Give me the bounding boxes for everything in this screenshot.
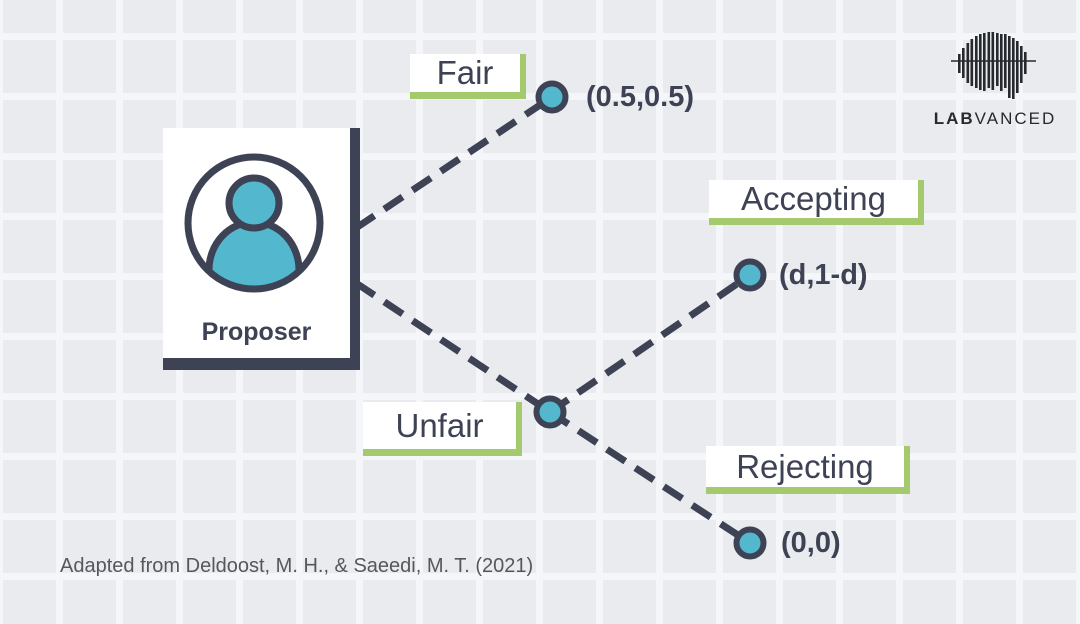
payoff-rejecting: (0,0) xyxy=(781,527,841,559)
logo-text-lab: LAB xyxy=(933,109,975,128)
node-accepting-outcome xyxy=(733,258,767,292)
edge-accepting xyxy=(548,272,752,415)
logo-text-vanced: VANCED xyxy=(974,109,1057,128)
response-label-accepting: Accepting xyxy=(709,180,924,225)
edge-unfair xyxy=(354,280,552,415)
payoff-fair: (0.5,0.5) xyxy=(586,81,694,113)
node-responder-decision xyxy=(533,395,567,429)
edge-fair xyxy=(354,94,554,231)
node-fair-outcome xyxy=(535,80,569,114)
labvanced-logo: LABVANCED xyxy=(930,30,1060,129)
response-label-rejecting: Rejecting xyxy=(706,446,910,494)
proposer-label: Proposer xyxy=(201,318,312,346)
branch-label-unfair: Unfair xyxy=(363,402,522,456)
node-rejecting-outcome xyxy=(733,526,767,560)
person-icon xyxy=(184,153,324,293)
edge-rejecting xyxy=(548,409,752,546)
citation: Adapted from Deldoost, M. H., & Saeedi, … xyxy=(60,555,534,577)
logo-wordmark: LABVANCED xyxy=(930,109,1060,129)
brain-waveform-icon xyxy=(951,32,1036,99)
branch-label-fair: Fair xyxy=(410,54,526,99)
proposer-card: Proposer xyxy=(163,128,360,370)
payoff-accepting: (d,1-d) xyxy=(779,259,868,291)
